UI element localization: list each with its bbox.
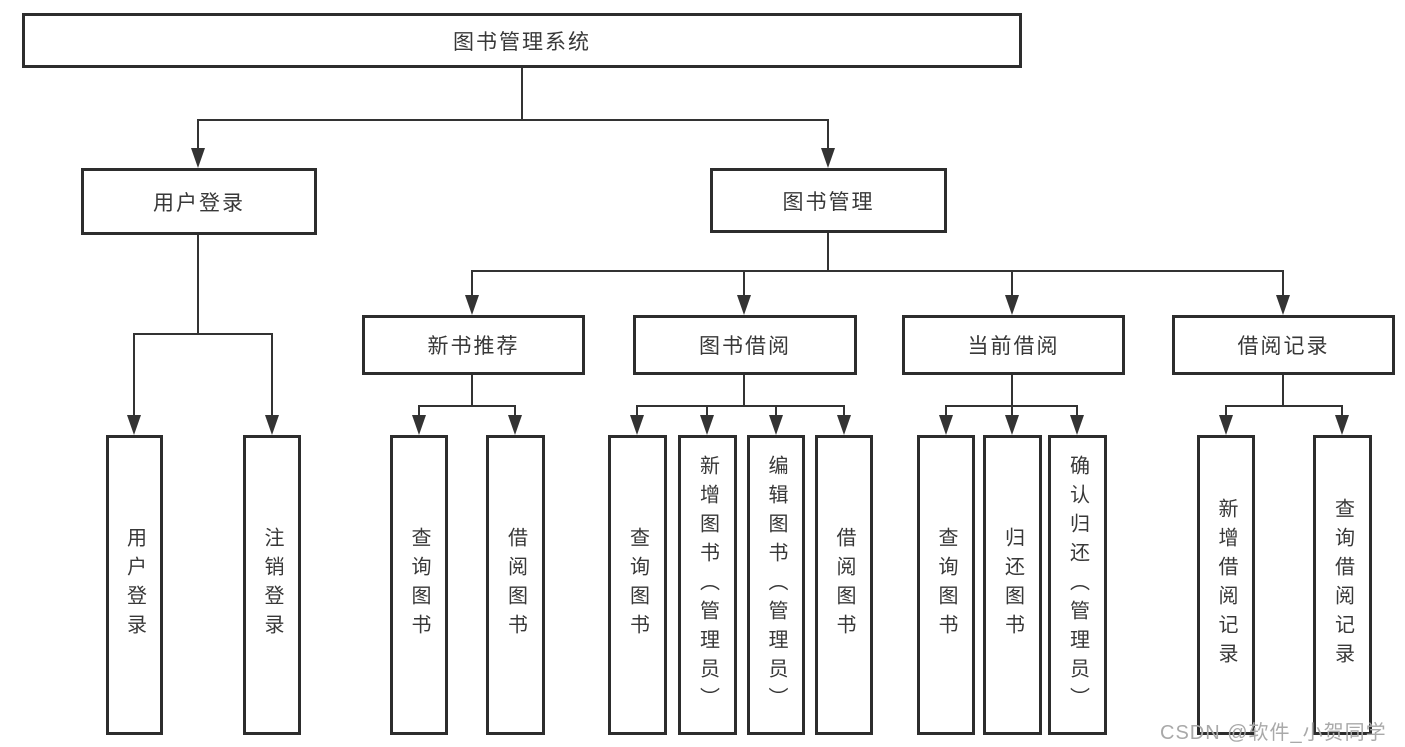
connector-book-management-stem	[827, 233, 829, 272]
leaf-current-query-books-label: 查询图书	[935, 527, 957, 643]
connector-drop-br-query	[1341, 405, 1343, 417]
arrowhead-br-query-icon	[1335, 415, 1349, 435]
leaf-edit-book-admin: 编辑图书（管理员）	[747, 435, 805, 735]
leaf-edit-book-admin-label: 编辑图书（管理员）	[765, 454, 787, 716]
leaf-logout: 注销登录	[243, 435, 301, 735]
connector-drop-cb-return	[1011, 405, 1013, 417]
arrowhead-user-login-leaf-icon	[127, 415, 141, 435]
connector-drop-borrow-records	[1282, 270, 1284, 297]
leaf-borrow-borrow-books-label: 借阅图书	[833, 527, 855, 643]
connector-user-login-rail	[133, 333, 273, 335]
leaf-query-borrow-record: 查询借阅记录	[1313, 435, 1372, 735]
arrowhead-bb-query-icon	[630, 415, 644, 435]
csdn-watermark: CSDN @软件_小贺同学	[1160, 722, 1387, 744]
arrowhead-book-borrow-icon	[737, 295, 751, 315]
leaf-user-login-label: 用户登录	[123, 527, 146, 643]
connector-drop-book-management	[827, 119, 829, 152]
connector-drop-book-borrow	[743, 270, 745, 297]
connector-borrow-records-stem	[1282, 375, 1284, 407]
leaf-recommend-borrow-books-label: 借阅图书	[504, 527, 527, 643]
connector-book-borrow-rail	[636, 405, 844, 407]
arrowhead-br-add-icon	[1219, 415, 1233, 435]
leaf-recommend-query-books: 查询图书	[390, 435, 448, 735]
connector-drop-bb-edit	[775, 405, 777, 417]
arrowhead-cb-confirm-icon	[1070, 415, 1084, 435]
connector-level3-rail	[471, 270, 1284, 272]
connector-current-borrow-stem	[1011, 375, 1013, 407]
connector-drop-recommend-query	[418, 405, 420, 417]
connector-drop-br-add	[1225, 405, 1227, 417]
arrowhead-logout-leaf-icon	[265, 415, 279, 435]
leaf-current-query-books: 查询图书	[917, 435, 975, 735]
leaf-add-borrow-record-label: 新增借阅记录	[1215, 498, 1237, 672]
connector-root-stem	[521, 68, 523, 121]
leaf-add-borrow-record: 新增借阅记录	[1197, 435, 1255, 735]
leaf-logout-label: 注销登录	[261, 527, 283, 643]
node-book-management: 图书管理	[710, 168, 947, 233]
leaf-return-books-label: 归还图书	[1001, 527, 1024, 643]
leaf-borrow-query-books-label: 查询图书	[626, 527, 649, 643]
connector-recommend-rail	[418, 405, 516, 407]
leaf-add-book-admin-label: 新增图书（管理员）	[696, 454, 719, 716]
arrowhead-recommend-borrow-icon	[508, 415, 522, 435]
leaf-query-borrow-record-label: 查询借阅记录	[1331, 498, 1354, 672]
connector-drop-bb-borrow	[843, 405, 845, 417]
arrowhead-bb-borrow-icon	[837, 415, 851, 435]
connector-drop-user-login	[197, 119, 199, 152]
connector-drop-user-login-leaf	[133, 333, 135, 417]
connector-drop-bb-query	[636, 405, 638, 417]
connector-drop-logout-leaf	[271, 333, 273, 417]
connector-level1-rail	[197, 119, 829, 121]
leaf-user-login: 用户登录	[106, 435, 163, 735]
leaf-recommend-borrow-books: 借阅图书	[486, 435, 545, 735]
leaf-return-books: 归还图书	[983, 435, 1042, 735]
arrowhead-recommend-query-icon	[412, 415, 426, 435]
node-current-borrow: 当前借阅	[902, 315, 1125, 375]
connector-drop-recommend	[471, 270, 473, 297]
leaf-add-book-admin: 新增图书（管理员）	[678, 435, 737, 735]
arrowhead-bb-add-icon	[700, 415, 714, 435]
arrowhead-user-login-icon	[191, 148, 205, 168]
arrowhead-cb-query-icon	[939, 415, 953, 435]
arrowhead-bb-edit-icon	[769, 415, 783, 435]
leaf-borrow-query-books: 查询图书	[608, 435, 667, 735]
arrowhead-borrow-records-icon	[1276, 295, 1290, 315]
connector-borrow-records-rail	[1225, 405, 1343, 407]
node-root: 图书管理系统	[22, 13, 1022, 68]
connector-recommend-stem	[471, 375, 473, 407]
leaf-recommend-query-books-label: 查询图书	[408, 527, 430, 643]
arrowhead-book-management-icon	[821, 148, 835, 168]
arrowhead-cb-return-icon	[1005, 415, 1019, 435]
node-borrow-records: 借阅记录	[1172, 315, 1395, 375]
leaf-borrow-borrow-books: 借阅图书	[815, 435, 873, 735]
connector-drop-cb-query	[945, 405, 947, 417]
connector-drop-cb-confirm	[1076, 405, 1078, 417]
node-book-borrow: 图书借阅	[633, 315, 857, 375]
arrowhead-recommend-icon	[465, 295, 479, 315]
connector-drop-current-borrow	[1011, 270, 1013, 297]
node-new-book-recommend: 新书推荐	[362, 315, 585, 375]
arrowhead-current-borrow-icon	[1005, 295, 1019, 315]
leaf-confirm-return-admin: 确认归还（管理员）	[1048, 435, 1107, 735]
connector-drop-recommend-borrow	[514, 405, 516, 417]
connector-drop-bb-add	[706, 405, 708, 417]
node-user-login: 用户登录	[81, 168, 317, 235]
leaf-confirm-return-admin-label: 确认归还（管理员）	[1066, 454, 1089, 716]
connector-user-login-stem	[197, 235, 199, 335]
connector-book-borrow-stem	[743, 375, 745, 407]
